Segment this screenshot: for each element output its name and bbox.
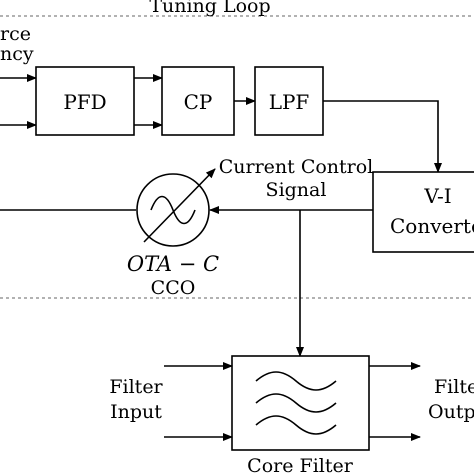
reference-label-line1: rce [0,23,31,45]
core-filter-block [231,355,370,451]
cp-label: CP [184,90,213,114]
vi-label-line1: V-I [423,184,451,208]
pfd-block [35,66,135,136]
core-filter-wave-icon-3 [255,415,337,435]
core-filter-wave-icon-1 [255,371,337,391]
core-filter-label: Core Filter [247,455,354,474]
lpf-label: LPF [269,90,310,114]
vi-converter-block [372,171,474,253]
vi-label-line2: Converte [390,214,474,238]
core-filter-wave-icon-2 [255,393,337,413]
current-control-label-line2: Signal [266,179,327,201]
filter-input-label-line2: Input [110,401,162,423]
filter-input-label-line1: Filter [109,376,163,398]
lpf-block [254,66,324,136]
filter-output-label-line1: Filte [434,376,474,398]
pfd-label: PFD [63,90,106,114]
filter-output-label-line2: Outp [428,401,474,423]
cco-tuning-arrow-icon [143,168,216,243]
ota-c-label: OTA − C [127,252,219,276]
reference-label-line2: ncy [0,43,34,65]
cco-label: CCO [151,277,196,299]
cco-sine-icon [150,195,196,225]
tuning-loop-label: Tuning Loop [149,0,270,17]
current-control-label-line1: Current Control [219,156,374,178]
lpf-to-vi-arrow [323,100,442,173]
